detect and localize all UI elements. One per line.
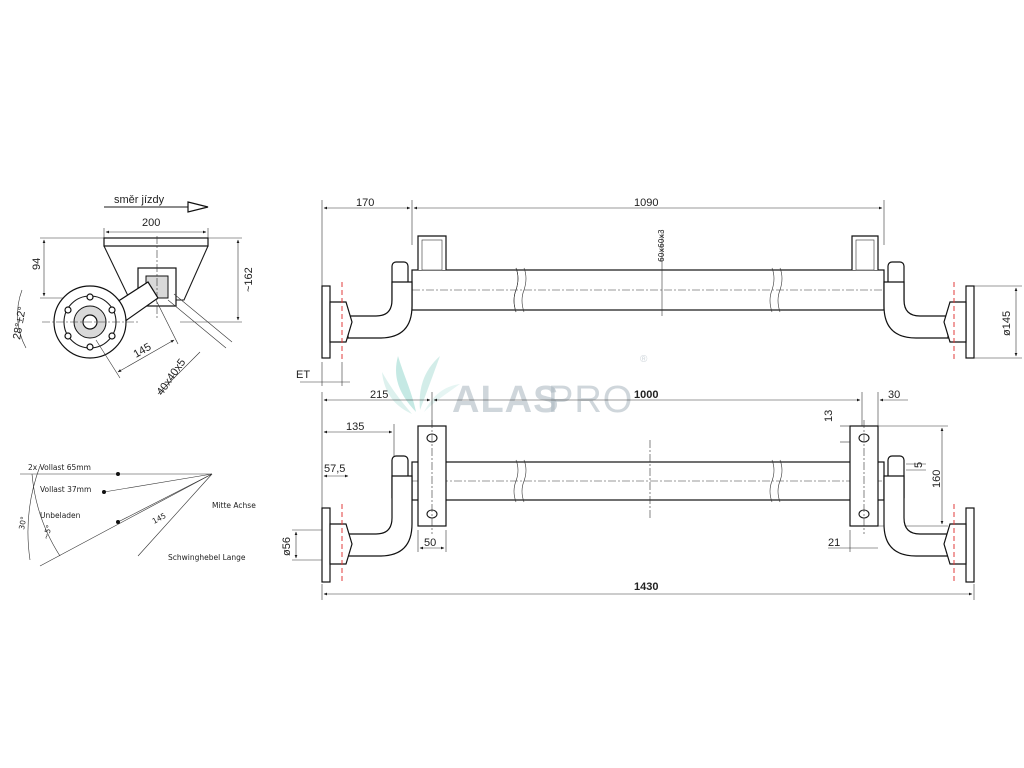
left-swing-arm-bottom	[347, 475, 413, 557]
dim-215: 215	[370, 389, 388, 401]
dim-135: 135	[346, 421, 364, 433]
dim-13: 13	[823, 410, 835, 422]
dim-d145: ø145	[1001, 311, 1013, 336]
line-lower-limit	[39, 473, 213, 567]
left-hub-flange-bottom	[321, 507, 331, 583]
angle-5: ~5°	[41, 524, 54, 541]
right-hub-flange	[965, 285, 975, 359]
left-hub-body	[329, 301, 353, 343]
right-swing-arm	[883, 281, 949, 339]
dim-40x40x5: 40x40x5	[155, 357, 189, 398]
line-unbeladen	[117, 473, 213, 523]
dim-200: 200	[142, 217, 160, 229]
direction-arrow-icon	[187, 201, 209, 213]
label-2x-vollast: 2x Vollast 65mm	[28, 463, 91, 472]
dim-60x60x3: 60x60x3	[657, 229, 666, 262]
line-vollast	[103, 473, 213, 493]
dim-50: 50	[424, 537, 436, 549]
dim-162: ~162	[243, 267, 255, 292]
right-hub-flange-bottom	[965, 507, 975, 583]
dim-5: 5	[913, 462, 925, 468]
dim-d56: ø56	[281, 537, 293, 556]
angle-30: 30°	[17, 515, 28, 530]
dim-30: 30	[888, 389, 900, 401]
dim-1000: 1000	[634, 389, 658, 401]
bracket-top-plate	[103, 237, 209, 247]
dim-angle-28: 28°±2°	[11, 306, 29, 341]
dim-et: ET	[296, 369, 310, 381]
dim-94: 94	[31, 258, 43, 270]
top-axle-view: 170 1090 60x60x3 ø145	[296, 197, 1022, 386]
left-swing-arm	[347, 281, 413, 339]
dim-160: 160	[931, 470, 943, 488]
bracket-left-top	[417, 235, 447, 270]
alaspro-watermark-logo: ALAS PRO ®	[382, 354, 648, 421]
left-hub-flange	[321, 285, 331, 359]
angle-arc-28	[17, 289, 27, 349]
len-145: 145	[151, 511, 168, 526]
dim-170: 170	[356, 197, 374, 209]
line-swing-arm	[137, 473, 213, 557]
dim-21: 21	[828, 537, 840, 549]
watermark-registered: ®	[640, 354, 648, 365]
label-schwinghebel: Schwinghebel Lange	[168, 553, 246, 562]
label-unbeladen: Unbeladen	[40, 511, 81, 520]
dim-57-5: 57,5	[324, 463, 345, 475]
label-mitte-achse: Mitte Achse	[212, 501, 256, 510]
watermark-leaf-icon	[382, 356, 460, 414]
travel-diagram: 2x Vollast 65mm Vollast 37mm Unbeladen M…	[17, 463, 256, 567]
bracket-right-top	[851, 235, 879, 270]
dim-1090: 1090	[634, 197, 658, 209]
bottom-axle-view: 215 1000 30 135 57,5 160 13	[281, 389, 975, 600]
right-hub-body	[943, 301, 967, 343]
dim-145: 145	[132, 341, 154, 361]
label-vollast: Vollast 37mm	[40, 485, 91, 494]
right-hub-body-bottom	[943, 523, 967, 565]
side-view: směr jízdy 200 94 ~162	[11, 194, 255, 398]
dim-1430: 1430	[634, 581, 658, 593]
direction-label: směr jízdy	[114, 194, 165, 206]
left-hub-body-bottom	[329, 523, 353, 565]
